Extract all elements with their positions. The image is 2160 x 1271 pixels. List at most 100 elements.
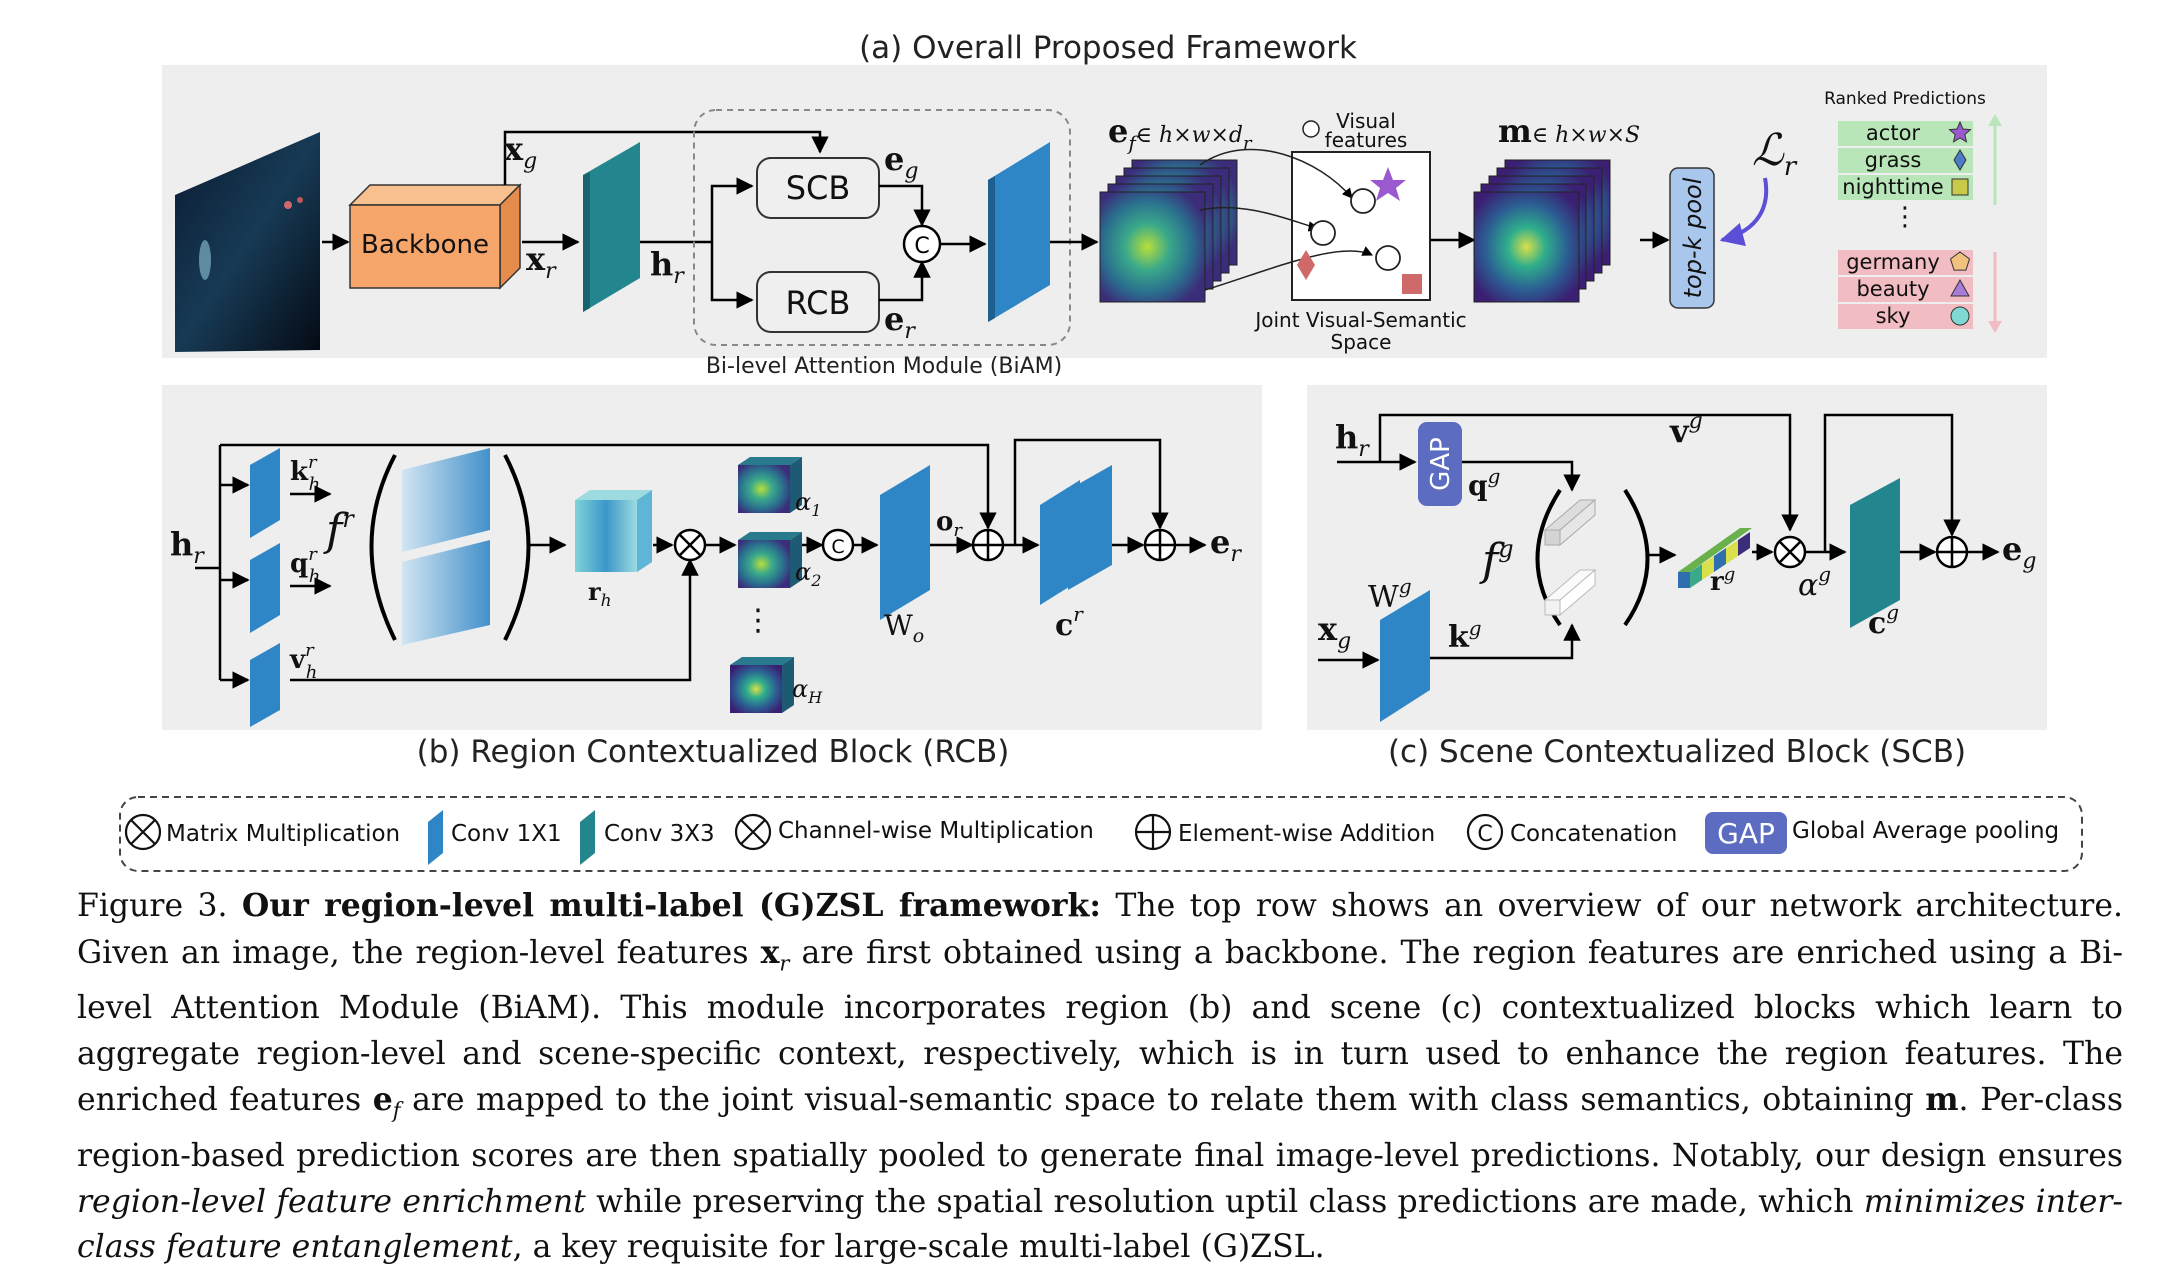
legend-conv3: Conv 3X3 (604, 821, 715, 847)
m-score-maps (1473, 159, 1611, 303)
ef-label: ef∈ h×w×dr (1108, 112, 1253, 155)
rh-label: rh (588, 577, 612, 611)
joint-space-label-1: Joint Visual-Semantic (1253, 308, 1466, 332)
qg-label: qg (1468, 464, 1500, 502)
ranked-label-sky: sky (1876, 304, 1911, 328)
xg-label: xg (504, 130, 537, 174)
caption-text-4: . Per-class region-based prediction scor… (77, 1082, 2124, 1175)
caption-text-1: The top row shows an overview of our net… (77, 888, 2123, 971)
rg-label: rg (1710, 564, 1735, 597)
caption-fig-label: Figure 3. (77, 888, 228, 924)
conv1x1-wo (880, 465, 930, 620)
biam-box (693, 109, 1071, 346)
caption-text-3: are mapped to the joint visual-semantic … (412, 1082, 1914, 1119)
concat-legend-symbol: C (1477, 822, 1492, 847)
visual-feature-point (1310, 220, 1336, 246)
caption-italic-1: region-level feature enrichment (77, 1183, 586, 1220)
er-label-b: er (1210, 523, 1242, 567)
legend-gap-desc: Global Average pooling (1792, 818, 2059, 844)
visual-features-label-1: Visual (1336, 109, 1396, 133)
wo-label: Wo (884, 609, 924, 647)
hr-label: hr (650, 245, 685, 289)
rg-vector (1678, 528, 1752, 588)
alpha-dots: ⋮ (743, 603, 773, 638)
conv3x3-cg (1850, 478, 1900, 628)
ranked-row-bg (1838, 277, 1973, 302)
square-class-icon (1402, 274, 1422, 294)
ranked-row-bg (1838, 304, 1973, 329)
fg-label: fg (1479, 535, 1514, 586)
fr-attention-slabs (402, 448, 490, 645)
rh-tensor (575, 490, 652, 572)
kg-label: kg (1448, 616, 1482, 655)
caption-text-6: , a key requisite for large-scale multi-… (512, 1229, 1325, 1266)
legend-box (119, 796, 2083, 872)
panel-b-caption: (b) Region Contextualized Block (RCB) (417, 734, 1010, 770)
fg-vectors (1543, 498, 1597, 617)
legend-matmul: Matrix Multiplication (166, 821, 400, 847)
ranked-label-actor: actor (1866, 121, 1920, 145)
caption-text-2: are first obtained using a backbone. The… (77, 934, 2123, 1119)
biam-label: Bi-level Attention Module (BiAM) (706, 354, 1062, 379)
cg-label: cg (1868, 600, 1899, 641)
gap-box-c[interactable] (1418, 422, 1462, 506)
circle-icon (1950, 306, 1970, 326)
figure-caption: Figure 3. Our region-level multi-label (… (77, 883, 2123, 1271)
backbone-label: Backbone (361, 230, 489, 260)
ranked-label-germany: germany (1846, 250, 1940, 274)
caption-xr: xr (760, 933, 790, 975)
ranked-label-grass: grass (1865, 148, 1922, 172)
ranked-bottom-list: germany beauty sky (1838, 250, 1973, 329)
ranked-title: Ranked Predictions (1824, 89, 1986, 109)
panel-a-title: (a) Overall Proposed Framework (859, 30, 1357, 66)
ranked-row-bg (1838, 148, 1973, 173)
ranked-row-bg (1838, 121, 1973, 146)
wg-label: Wg (1368, 574, 1412, 615)
rcb-label: RCB (786, 284, 851, 322)
ranked-label-nighttime: nighttime (1842, 175, 1943, 199)
eg-label-a: eg (884, 140, 918, 184)
m-label: m∈ h×w×S (1498, 112, 1640, 150)
conv1x1-slab-a (988, 142, 1050, 322)
conv3x3-cr (1040, 465, 1112, 605)
loss-label: ℒr (1752, 125, 1798, 182)
gap-label-c: GAP (1426, 437, 1456, 491)
xg-label-c: xg (1318, 610, 1351, 654)
visual-feature-point (1375, 245, 1401, 271)
hr-label-c: hr (1335, 418, 1370, 462)
joint-space-label-2: Space (1331, 330, 1392, 354)
square-icon (1951, 178, 1969, 196)
backbone-block: Backbone (348, 183, 522, 290)
topk-pool-box[interactable] (1669, 167, 1715, 309)
bracket-left-b (369, 454, 397, 641)
conv1-legend-icon (428, 810, 443, 865)
legend-chanmul: Channel-wise Multiplication (778, 818, 1094, 844)
or-label: or (936, 507, 963, 541)
conv1x1-wg (1380, 590, 1430, 722)
concat-symbol-a: C (914, 234, 929, 259)
conv1x1-k (250, 448, 280, 538)
er-label-a: er (884, 300, 916, 344)
star-icon (1948, 120, 1972, 143)
star-class-icon (1370, 167, 1406, 201)
bracket-right-b (503, 454, 531, 641)
vg-label: vg (1669, 409, 1703, 450)
panel-c-caption: (c) Scene Contextualized Block (SCB) (1388, 734, 1966, 770)
diamond-icon (1953, 149, 1967, 171)
alpha-2-label: α2 (795, 558, 821, 590)
topk-pool-label: top-k pool (1679, 177, 1707, 298)
ranked-label-beauty: beauty (1856, 277, 1929, 301)
legend-conv1: Conv 1X1 (451, 821, 562, 847)
alpha-maps (730, 457, 802, 713)
diamond-class-icon (1297, 250, 1315, 280)
triangle-icon (1950, 278, 1970, 297)
ranked-dots: ⋮ (1892, 202, 1918, 232)
hr-label-b: hr (170, 525, 205, 569)
visual-features-label-2: features (1325, 128, 1408, 152)
ranked-row-bg (1838, 175, 1973, 200)
gap-legend-icon (1705, 812, 1787, 854)
caption-m: m (1925, 1081, 1959, 1119)
